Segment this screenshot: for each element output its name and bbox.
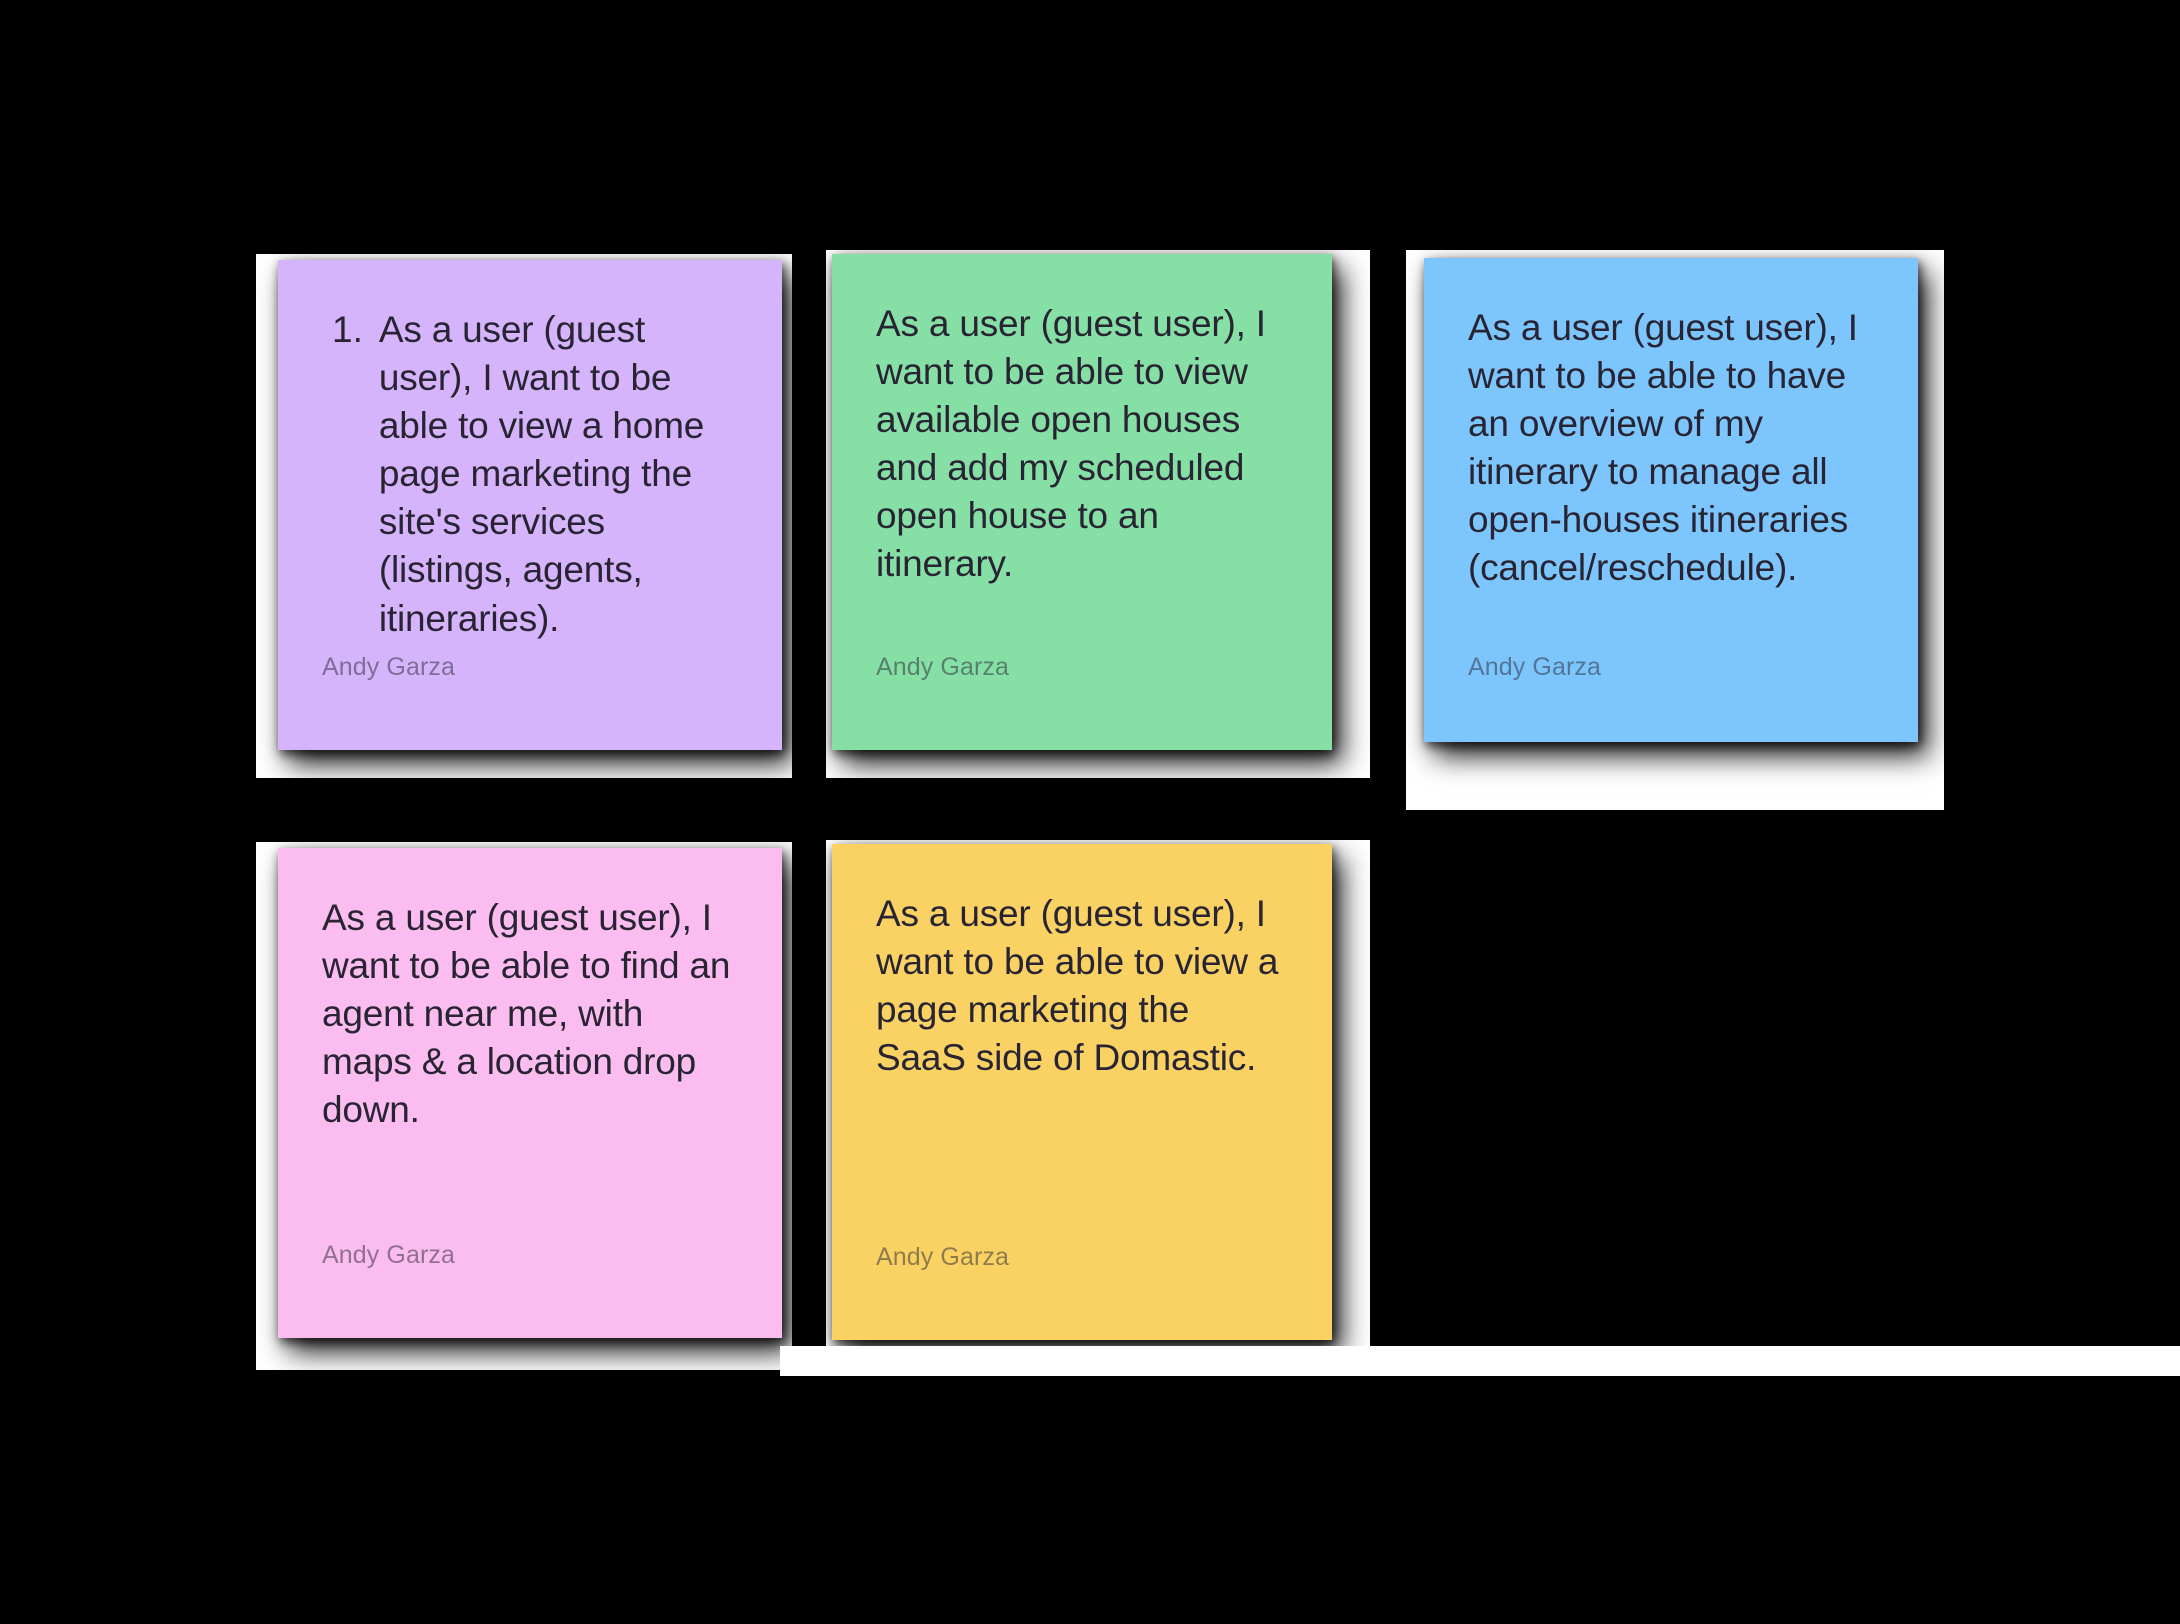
sticky-note-blue[interactable]: As a user (guest user), I want to be abl… — [1424, 258, 1918, 742]
note-text: As a user (guest user), I want to be abl… — [1468, 307, 1868, 589]
note-author: Andy Garza — [322, 1241, 456, 1269]
sticky-note-pink[interactable]: As a user (guest user), I want to be abl… — [278, 848, 782, 1338]
note-text: As a user (guest user), I want to be abl… — [322, 897, 741, 1131]
note-author: Andy Garza — [876, 1243, 1010, 1271]
sticky-note-green[interactable]: As a user (guest user), I want to be abl… — [832, 254, 1332, 750]
note-author: Andy Garza — [322, 653, 456, 681]
list-marker: 1. — [332, 309, 363, 350]
note-author: Andy Garza — [876, 653, 1010, 681]
note-text: As a user (guest user), I want to be abl… — [378, 309, 715, 639]
sticky-note-yellow[interactable]: As a user (guest user), I want to be abl… — [832, 844, 1332, 1340]
sticky-note-purple[interactable]: 1. As a user (guest user), I want to be … — [278, 260, 782, 750]
note-text: As a user (guest user), I want to be abl… — [876, 893, 1289, 1079]
note-list-item: 1. As a user (guest user), I want to be … — [322, 306, 738, 643]
panel-edge-strip — [780, 1346, 2180, 1376]
note-text: As a user (guest user), I want to be abl… — [876, 303, 1276, 585]
note-author: Andy Garza — [1468, 653, 1602, 681]
